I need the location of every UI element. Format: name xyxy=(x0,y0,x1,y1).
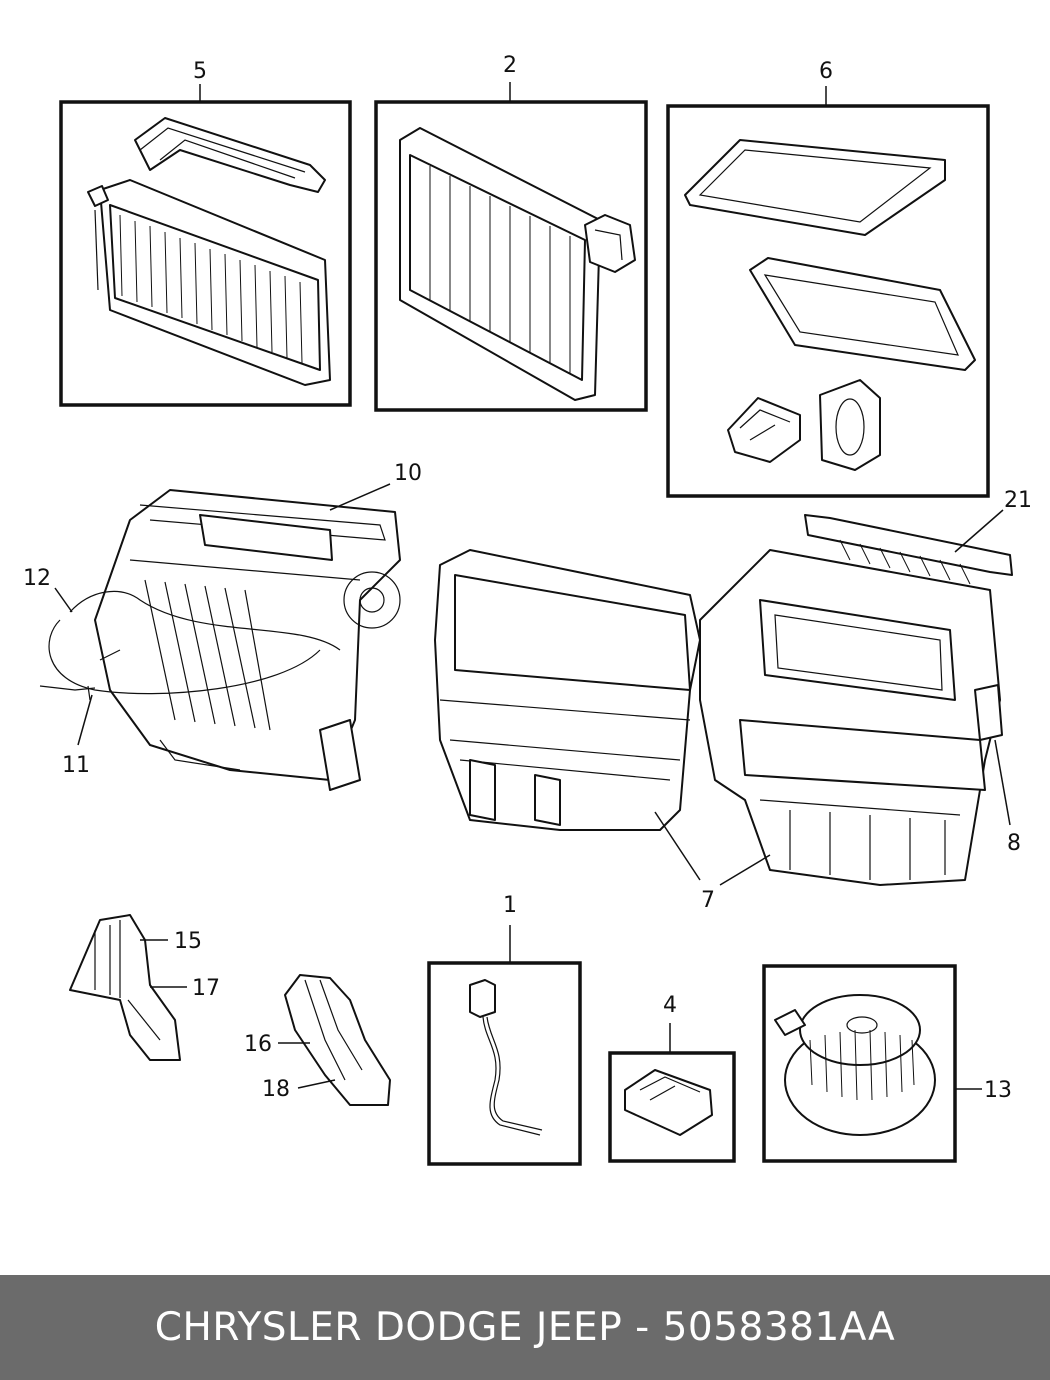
callout-21: 21 xyxy=(1004,488,1032,513)
callout-12: 12 xyxy=(23,566,51,591)
callout-5: 5 xyxy=(193,59,207,84)
part-21-filter xyxy=(804,514,1013,585)
part-7-housing-center xyxy=(434,549,701,831)
callout-2: 2 xyxy=(503,53,517,78)
footer-title: CHRYSLER DODGE JEEP - 5058381AA xyxy=(154,1305,896,1350)
part-15-17-duct xyxy=(69,914,181,1061)
part-16-18-duct xyxy=(284,974,391,1106)
part-11-sensor xyxy=(39,685,96,701)
callout-17: 17 xyxy=(192,976,220,1001)
callout-18: 18 xyxy=(262,1077,290,1102)
callout-15: 15 xyxy=(174,929,202,954)
callout-1: 1 xyxy=(503,893,517,918)
callout-6: 6 xyxy=(819,59,833,84)
part-13-blower-motor xyxy=(762,964,957,1163)
callout-11: 11 xyxy=(62,753,90,778)
part-1-temperature-sensor xyxy=(427,961,582,1166)
part-12-cable xyxy=(48,590,341,695)
callout-16: 16 xyxy=(244,1032,272,1057)
footer-bar: CHRYSLER DODGE JEEP - 5058381AA xyxy=(0,1275,1050,1380)
parts-diagram: 5 2 6 10 12 11 xyxy=(23,53,1032,1166)
part-7-housing-right xyxy=(699,549,1001,886)
part-6-seal-kit xyxy=(666,104,990,498)
part-4-blower-resistor xyxy=(608,1051,736,1163)
callout-10: 10 xyxy=(394,461,422,486)
part-10-hvac-housing-left xyxy=(94,489,401,791)
part-2-evaporator xyxy=(374,100,648,412)
part-8-actuator xyxy=(974,684,1003,741)
callout-13: 13 xyxy=(984,1078,1012,1103)
part-5-heater-core xyxy=(59,100,352,407)
callout-4: 4 xyxy=(663,993,677,1018)
callout-7: 7 xyxy=(701,888,715,913)
callout-8: 8 xyxy=(1007,831,1021,856)
